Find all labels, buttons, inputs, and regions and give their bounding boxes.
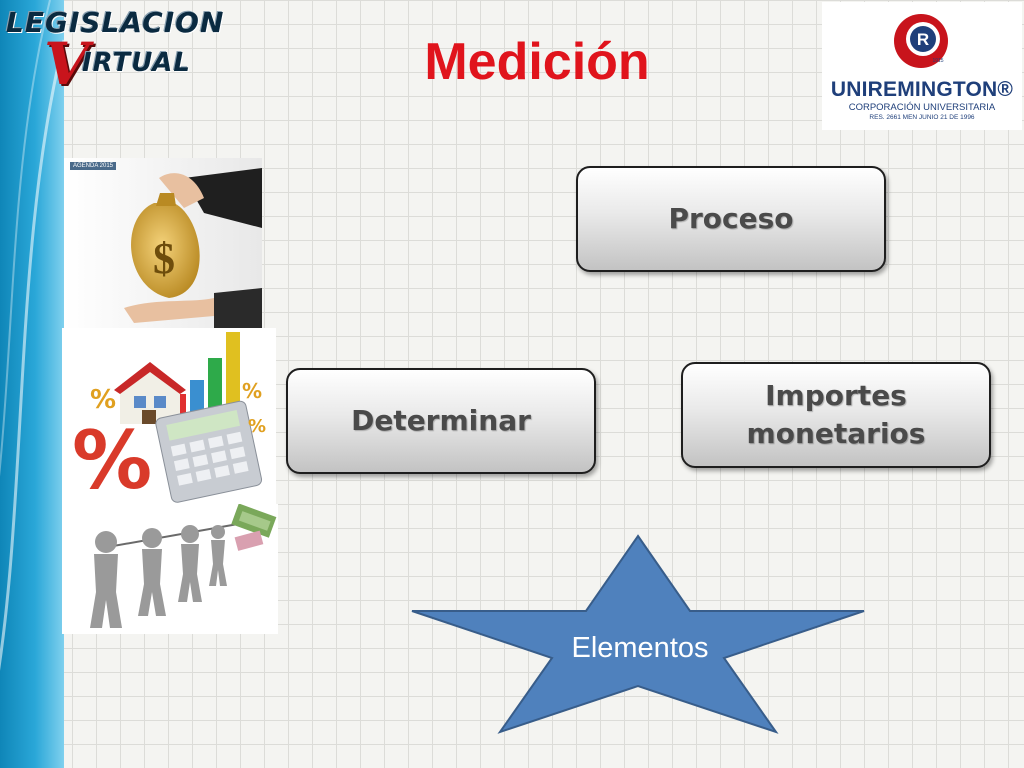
slide-title: Medición (424, 33, 650, 91)
svg-text:%: % (242, 379, 262, 403)
percent-calculator-photo: % % % % (62, 328, 276, 504)
node-label: Determinar (351, 404, 531, 438)
team-pulling-photo (62, 504, 278, 634)
uniremington-emblem-icon: R 1915 (894, 14, 948, 68)
emblem-letter: R (917, 30, 929, 49)
svg-text:%: % (248, 416, 266, 437)
node-proceso: Proceso (576, 166, 886, 272)
institution-resolution: RES. 2661 MEN JUNIO 21 DE 1996 (869, 114, 975, 121)
decorative-side-band (0, 0, 64, 768)
star-label: Elementos (571, 632, 709, 664)
node-label: Importes monetarios (746, 379, 926, 450)
legislacion-virtual-logo: LEGISLACION V IRTUAL (4, 4, 223, 98)
node-importes-monetarios: Importes monetarios (681, 362, 991, 468)
uniremington-logo: R 1915 UNIREMINGTON® CORPORACIÓN UNIVERS… (822, 2, 1022, 130)
money-bag-photo: $ AGENDA 2015 (64, 158, 262, 328)
photo-tag: AGENDA 2015 (70, 162, 117, 170)
node-determinar: Determinar (286, 368, 596, 474)
emblem-year: 1915 (932, 58, 943, 64)
star-shape (411, 534, 865, 734)
logo-word-legislacion: LEGISLACION (6, 6, 225, 39)
svg-text:%: % (90, 385, 116, 415)
svg-text:%: % (72, 414, 152, 504)
node-label: Proceso (668, 202, 794, 236)
institution-subtitle: CORPORACIÓN UNIVERSITARIA (848, 102, 996, 113)
institution-name: UNIREMINGTON® (830, 78, 1014, 101)
logo-word-irtual: IRTUAL (82, 48, 191, 78)
logo-letter-v: V (44, 30, 90, 98)
svg-text:$: $ (153, 234, 175, 283)
